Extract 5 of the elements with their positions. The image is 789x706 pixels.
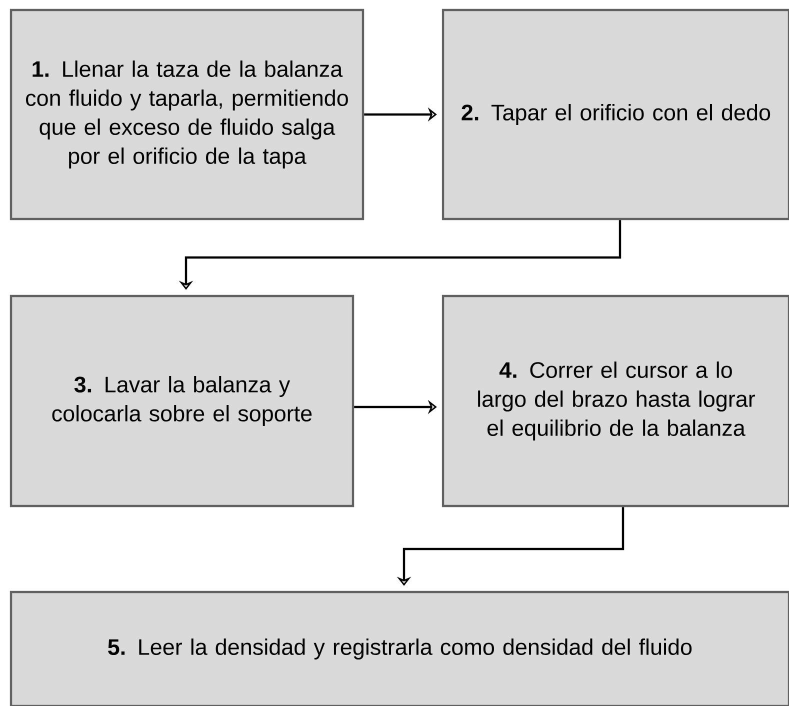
process-box: 3. Lavar la balanza y colocarla sobre el soporte: [10, 294, 354, 508]
process-box: 5. Leer la densidad y registrarla como densidad del fluido: [10, 590, 789, 706]
process-box: 4. Correr el cursor a lo largo del brazo hasta lograr el equilibrio de la balanza: [442, 294, 789, 508]
process-box: 2. Tapar el orificio con el dedo: [442, 8, 789, 220]
process-box: 1. Llenar la taza de la balanza con fluido y taparla, permitiendo que el exceso de fluido salga por el orificio de la tapa: [10, 8, 364, 220]
